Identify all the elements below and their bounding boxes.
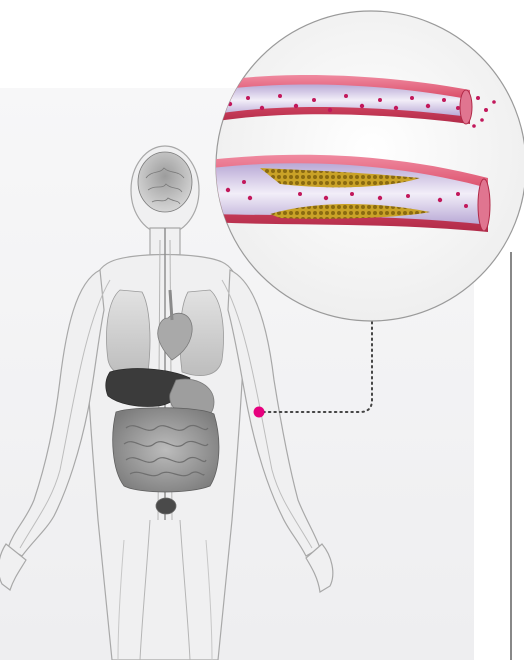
connector-dotted-line [262, 322, 372, 412]
location-marker [254, 407, 265, 418]
